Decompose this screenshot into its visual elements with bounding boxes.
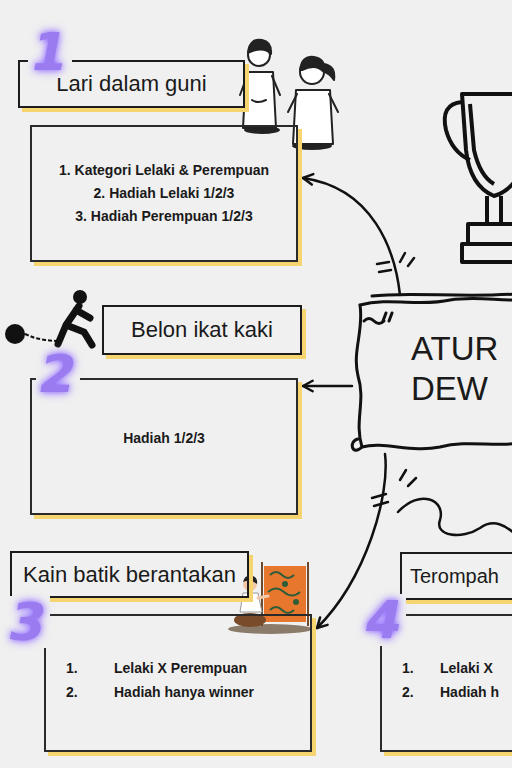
trophy-outline [445,94,512,262]
list-item: Hadiah h [440,680,499,704]
list-item: Lelaki X [440,656,493,680]
title-text: ATUR DEW [411,329,506,409]
heading-text: Lari dalam guni [56,71,206,97]
batik-woman [243,576,257,584]
heading-text: Terompah [410,565,499,588]
trophy-outline [470,104,494,184]
callout-number: 4 [362,594,406,646]
batik-woman [240,593,262,612]
sack-race-kids [248,40,271,54]
trophy-outline [462,244,512,262]
list-item: 1. Kategori Lelaki & Perempuan [59,159,269,182]
trophy-outline [468,224,512,244]
sack-race-kids [288,94,338,112]
trophy-outline [462,94,512,196]
trophy-outline [487,196,501,224]
ball-and-chain-man [25,334,56,341]
cloud-outline [364,319,384,324]
list-item: Hadiah hanya winner [114,680,254,704]
trophy-outline [445,102,470,160]
list-number: 1. [66,656,78,680]
sack-race-kids [240,40,338,150]
callout-number: 1 [28,26,72,78]
sack-race-kids [252,100,266,102]
batik-woman [282,581,288,587]
cloud-outline [383,313,392,321]
callout-number: 3 [6,596,50,648]
ball-and-chain-man [73,290,87,304]
cloud-outline [356,298,512,448]
sack-race-kids [243,72,276,128]
sack-race-kids [324,64,334,80]
ball-and-chain-man [58,306,92,345]
batik-woman [268,572,300,613]
batik-woman [293,599,299,605]
heading-box: Belon ikat kaki [102,305,302,355]
arrow-head [303,174,313,184]
batik-woman [258,596,268,598]
list-item: 3. Hadiah Perempuan 1/2/3 [75,205,252,228]
heading-text: Kain batik berantakan [23,562,236,588]
decor-squiggles [400,470,416,486]
title-cloud: ATUR DEW [350,291,512,456]
sack-race-kids [293,90,333,144]
content-box: 1. Kategori Lelaki & Perempuan2. Hadiah … [30,125,298,262]
list-item: 2. Hadiah Lelaki 1/2/3 [94,182,235,205]
decor-squiggles [377,262,391,272]
decor-squiggles [398,499,512,535]
ball-and-chain-man [5,324,25,344]
connector-line [303,178,400,295]
sack-race-kids [240,76,280,95]
list-number: 1. [402,656,414,680]
decor-squiggles [400,253,414,266]
heading-text: Belon ikat kaki [131,317,273,343]
heading-box: Kain batik berantakan [10,551,249,598]
cloud-outline [372,293,512,296]
ball-and-chain-man [5,290,92,345]
list-item: Hadiah 1/2/3 [123,427,205,450]
sack-race-kids [300,57,324,72]
list-number: 2. [66,680,78,704]
batik-woman [228,562,312,634]
batik-woman [262,562,308,626]
callout-number: 2 [36,348,80,400]
arrow-head [317,617,328,628]
curly-arrow [303,381,352,392]
heading-box: Terompah [400,552,512,600]
list-item: Lelaki X Perempuan [114,656,247,680]
arrow-head [303,381,313,392]
content-box: 1. Lelaki X Perempuan 2. Hadiah hanya winne… [44,614,312,752]
connector-line [303,385,352,388]
curly-arrow [303,174,400,295]
list-number: 2. [402,680,414,704]
cloud-outline [352,439,362,450]
